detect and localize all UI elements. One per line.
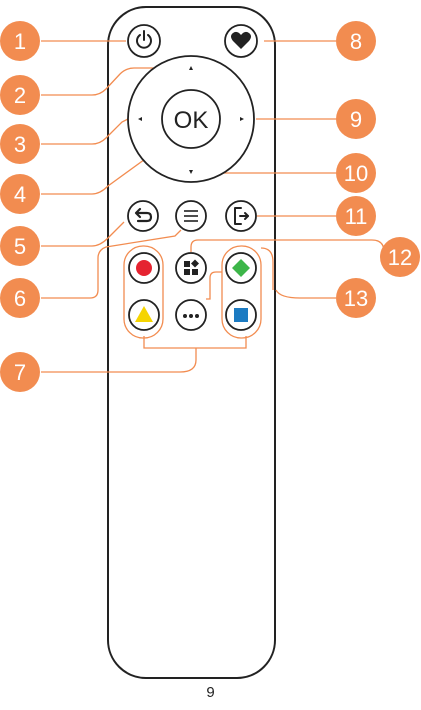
- input-source-button[interactable]: [226, 201, 256, 231]
- callout-number: 13: [344, 286, 368, 311]
- callout-11: 11: [336, 196, 376, 236]
- page-number: 9: [0, 684, 421, 701]
- callout-1: 1: [0, 21, 40, 61]
- callout-number: 11: [345, 204, 368, 229]
- favorite-button[interactable]: [225, 25, 257, 57]
- callout-number: 12: [388, 245, 412, 270]
- callout-9: 9: [336, 99, 376, 139]
- callout-number: 7: [14, 360, 26, 385]
- menu-button[interactable]: [176, 201, 206, 231]
- blue-square-icon: [234, 308, 248, 322]
- callout-6: 6: [0, 278, 40, 318]
- green-button[interactable]: [226, 253, 256, 283]
- callout-13: 13: [336, 278, 376, 318]
- callout-12: 12: [380, 237, 420, 277]
- callout-number: 3: [14, 132, 26, 157]
- more-button[interactable]: [176, 300, 206, 330]
- callout-2: 2: [0, 75, 40, 115]
- power-button[interactable]: [128, 25, 160, 57]
- callout-number: 9: [350, 107, 362, 132]
- callout-number: 4: [14, 182, 26, 207]
- callout-number: 8: [350, 29, 362, 54]
- ok-label: OK: [174, 107, 209, 134]
- back-button[interactable]: [128, 201, 158, 231]
- callout-number: 5: [14, 234, 26, 259]
- dpad: OK: [128, 56, 254, 182]
- callout-number: 6: [14, 286, 26, 311]
- callout-10: 10: [336, 153, 376, 193]
- red-circle-icon: [136, 260, 152, 276]
- blue-button[interactable]: [226, 300, 256, 330]
- callout-3: 3: [0, 124, 40, 164]
- callout-number: 2: [14, 83, 26, 108]
- more-dots-icon: [183, 314, 199, 318]
- callout-number: 1: [14, 29, 26, 54]
- callout-7: 7: [0, 352, 40, 392]
- yellow-button[interactable]: [129, 300, 159, 330]
- callout-5: 5: [0, 226, 40, 266]
- callout-8: 8: [336, 21, 376, 61]
- callout-number: 10: [344, 161, 368, 186]
- red-button[interactable]: [129, 253, 159, 283]
- callout-4: 4: [0, 174, 40, 214]
- apps-button[interactable]: [176, 253, 206, 283]
